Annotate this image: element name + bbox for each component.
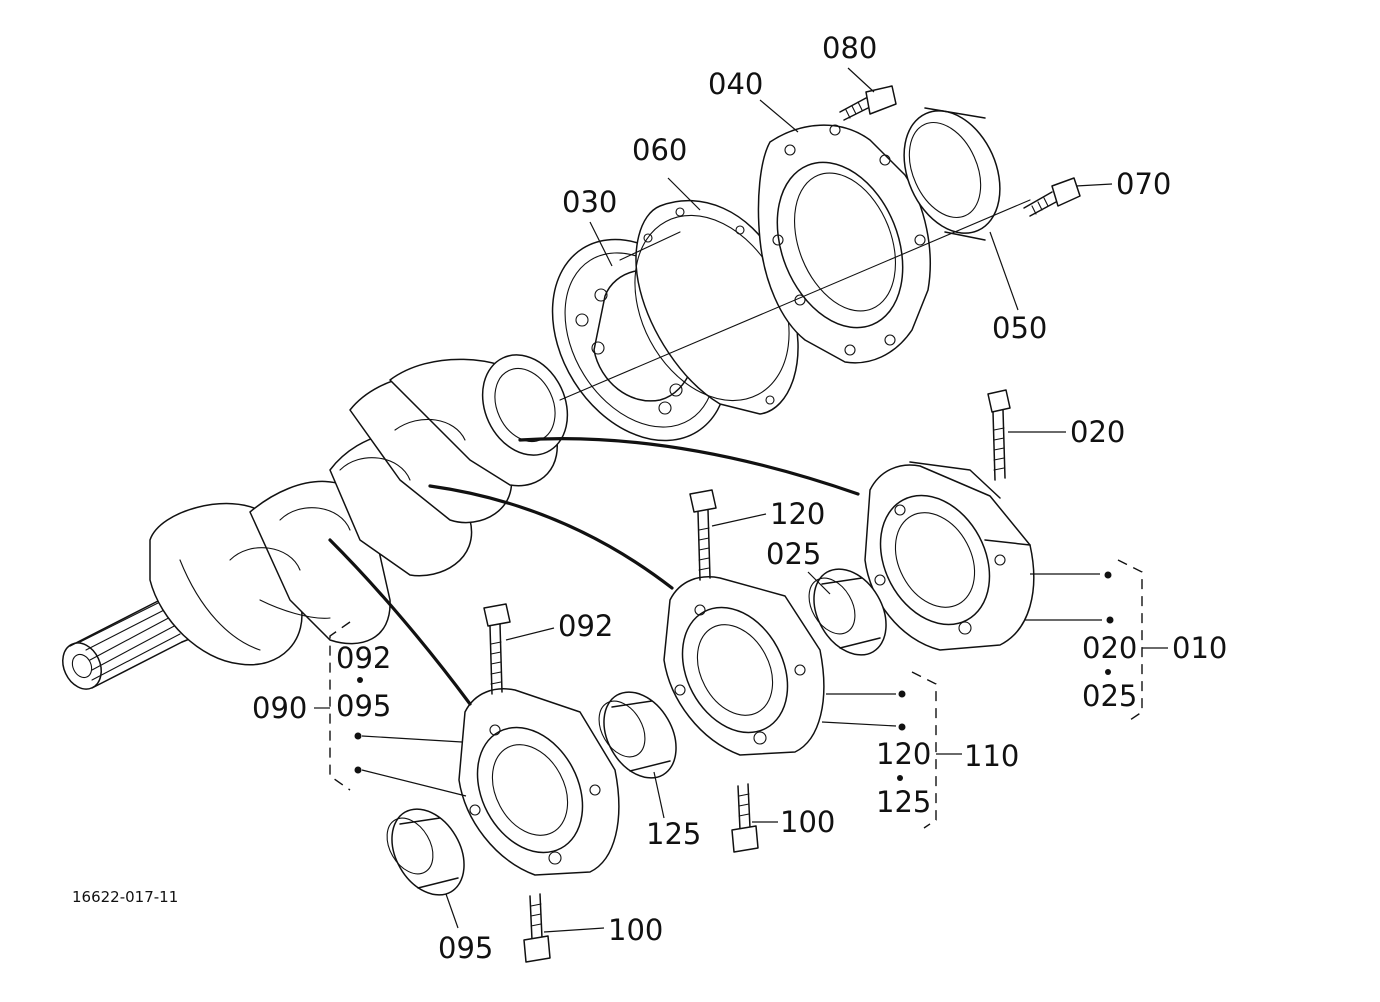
assembly-110-label: 110 [964, 739, 1019, 773]
figure-id: 16622-017-11 [72, 888, 178, 906]
leader-lines [361, 67, 1113, 933]
bushing-125 [598, 691, 677, 779]
bolt-020 [987, 389, 1011, 481]
bearing-case-090 [458, 688, 620, 876]
assembly-110-member-1: 120 [876, 737, 931, 771]
bolt-080 [839, 85, 897, 121]
label-100-low: 100 [608, 913, 663, 947]
label-050: 050 [992, 311, 1047, 345]
bearing-case-010 [864, 461, 1035, 651]
oil-seal-050 [903, 107, 1001, 241]
label-125-bushing: 125 [646, 817, 701, 851]
bolt-092 [483, 603, 511, 695]
callout-labels: 080 040 060 030 070 050 020 120 025 092 … [72, 31, 1227, 965]
label-020: 020 [1070, 415, 1125, 449]
crankshaft [62, 354, 569, 690]
label-040: 040 [708, 67, 763, 101]
bushing-095 [386, 808, 465, 896]
label-080: 080 [822, 31, 877, 65]
label-120: 120 [770, 497, 825, 531]
assembly-010-label: 010 [1172, 631, 1227, 665]
assembly-010-member-1: 020 [1082, 631, 1137, 665]
bolt-100-mid [731, 783, 759, 853]
gasket-060 [634, 199, 799, 415]
bearing-case-110 [663, 576, 825, 756]
label-060: 060 [632, 133, 687, 167]
label-025: 025 [766, 537, 821, 571]
assembly-arrows [328, 437, 860, 706]
assembly-110-member-2: 125 [876, 785, 931, 819]
assembly-090-member-1: 092 [336, 641, 391, 675]
assembly-010-member-2: 025 [1082, 679, 1137, 713]
bushing-025 [808, 568, 887, 656]
label-070: 070 [1116, 167, 1171, 201]
label-030: 030 [562, 185, 617, 219]
assembly-090-member-2: 095 [336, 689, 391, 723]
seal-housing-040 [757, 124, 931, 364]
label-095-bushing: 095 [438, 931, 493, 965]
bolt-070 [1023, 177, 1081, 217]
bolt-100-low [523, 893, 551, 963]
assembly-brackets [314, 559, 1168, 829]
assembly-090-label: 090 [252, 691, 307, 725]
label-100-mid: 100 [780, 805, 835, 839]
assembly-dots [354, 571, 1114, 781]
label-092: 092 [558, 609, 613, 643]
bolt-120 [689, 489, 717, 581]
